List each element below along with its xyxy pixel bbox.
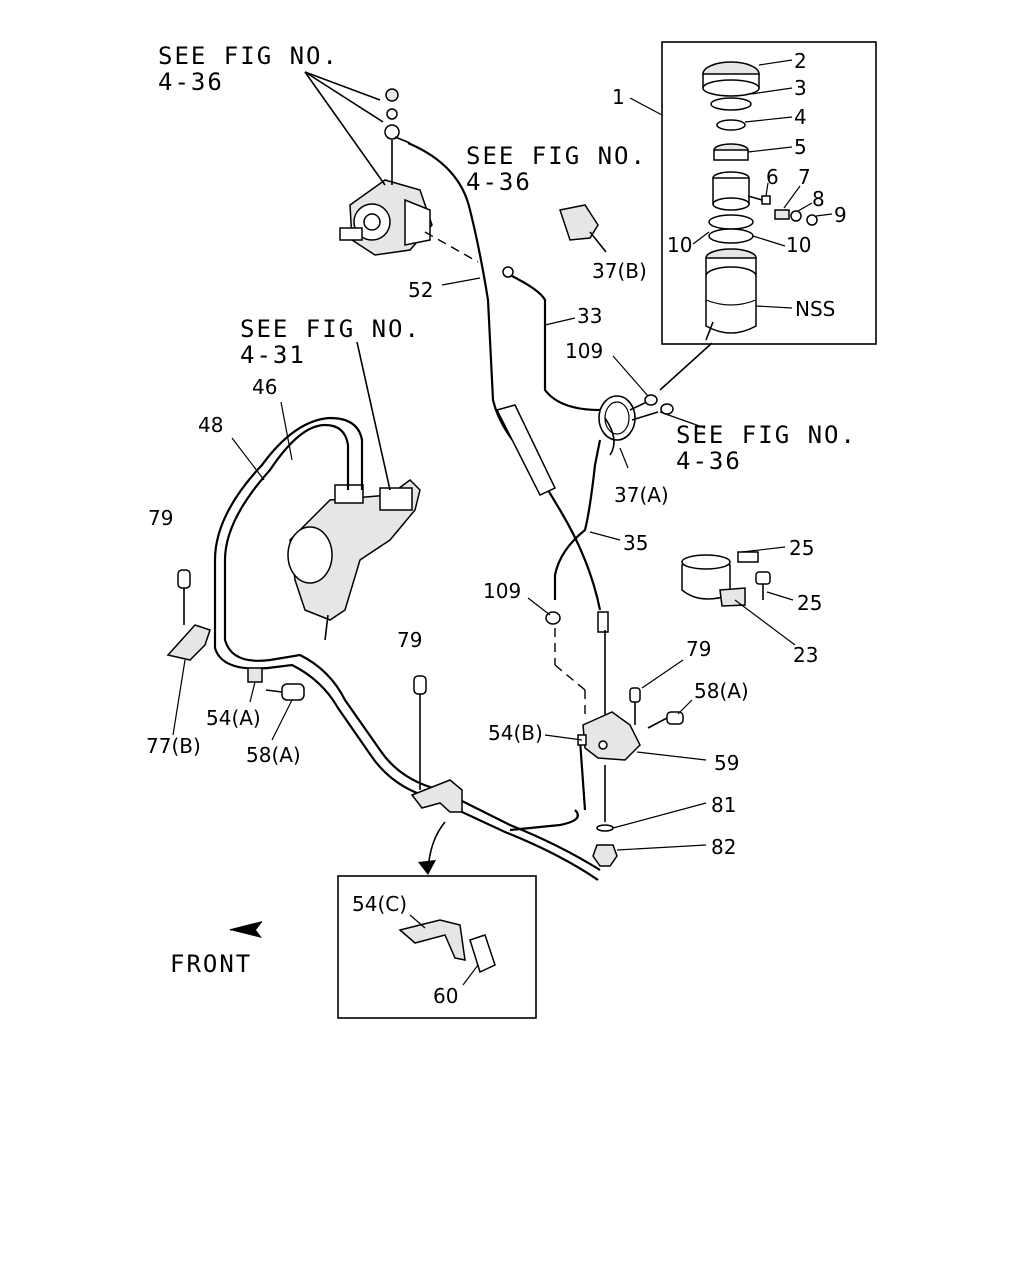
callout-35: 35 bbox=[623, 531, 648, 555]
see-fig-ref-center-line1: SEE FIG NO. bbox=[466, 142, 647, 170]
callout-109-bottom: 109 bbox=[483, 579, 521, 603]
pressure-hose bbox=[407, 141, 602, 611]
callout-7: 7 bbox=[798, 165, 811, 189]
arrow-icon bbox=[230, 922, 262, 938]
callout-54b: 54(B) bbox=[488, 721, 543, 745]
callout-46: 46 bbox=[252, 375, 277, 399]
callout-33: 33 bbox=[577, 304, 602, 328]
reservoir-detail-box bbox=[629, 41, 877, 345]
line-clamp-bracket bbox=[410, 779, 463, 813]
callout-54a: 54(A) bbox=[206, 706, 261, 730]
front-direction-label: FRONT bbox=[170, 950, 252, 978]
callout-2: 2 bbox=[794, 49, 807, 73]
callout-37a: 37(A) bbox=[614, 483, 669, 507]
callout-25-bottom: 25 bbox=[797, 591, 822, 615]
clip-cushion-60 bbox=[469, 934, 496, 974]
callout-nss: NSS bbox=[795, 297, 835, 321]
callout-4: 4 bbox=[794, 105, 807, 129]
bracket-77b bbox=[166, 624, 211, 661]
power-steering-pump bbox=[339, 88, 433, 256]
see-fig-ref-top-left-line2: 4-36 bbox=[158, 68, 224, 96]
callout-109-top: 109 bbox=[565, 339, 603, 363]
fitting-part bbox=[774, 209, 790, 220]
hose-clamp bbox=[598, 395, 636, 441]
callout-23: 23 bbox=[793, 643, 818, 667]
steering-gear-box bbox=[287, 479, 421, 641]
callout-52: 52 bbox=[408, 278, 433, 302]
callout-1: 1 bbox=[612, 85, 625, 109]
return-hose bbox=[509, 274, 601, 412]
see-fig-ref-top-left-line1: SEE FIG NO. bbox=[158, 42, 339, 70]
callout-58a-right: 58(A) bbox=[694, 679, 749, 703]
callout-48: 48 bbox=[198, 413, 223, 437]
callout-37b: 37(B) bbox=[592, 259, 647, 283]
callout-79-center: 79 bbox=[397, 628, 422, 652]
callout-58a-left: 58(A) bbox=[246, 743, 301, 767]
see-fig-ref-left-line1: SEE FIG NO. bbox=[240, 315, 421, 343]
callout-79-right: 79 bbox=[686, 637, 711, 661]
see-fig-ref-right-line1: SEE FIG NO. bbox=[676, 421, 857, 449]
callout-8: 8 bbox=[812, 187, 825, 211]
callout-82: 82 bbox=[711, 835, 736, 859]
callout-60: 60 bbox=[433, 984, 458, 1008]
callout-77b: 77(B) bbox=[146, 734, 201, 758]
see-fig-ref-left-line2: 4-31 bbox=[240, 341, 306, 369]
clip-37b bbox=[559, 204, 607, 253]
clip-detail-box bbox=[337, 875, 537, 1019]
callout-9: 9 bbox=[834, 203, 847, 227]
mounting-bracket-59 bbox=[577, 711, 641, 761]
callout-54c: 54(C) bbox=[352, 892, 407, 916]
callout-10-right: 10 bbox=[786, 233, 811, 257]
bolt-58a-left bbox=[265, 683, 305, 701]
callout-3: 3 bbox=[794, 76, 807, 100]
callout-25-top: 25 bbox=[789, 536, 814, 560]
callout-81: 81 bbox=[711, 793, 736, 817]
see-fig-ref-center-line2: 4-36 bbox=[466, 168, 532, 196]
callout-59: 59 bbox=[714, 751, 739, 775]
callout-79-left: 79 bbox=[148, 506, 173, 530]
callout-5: 5 bbox=[794, 135, 807, 159]
clamp-23 bbox=[681, 551, 771, 607]
callout-10-left: 10 bbox=[667, 233, 692, 257]
suction-hose bbox=[553, 439, 602, 600]
see-fig-ref-right-line2: 4-36 bbox=[676, 447, 742, 475]
seal-ring bbox=[710, 97, 752, 111]
callout-6: 6 bbox=[766, 165, 779, 189]
clip-54c bbox=[398, 919, 466, 961]
